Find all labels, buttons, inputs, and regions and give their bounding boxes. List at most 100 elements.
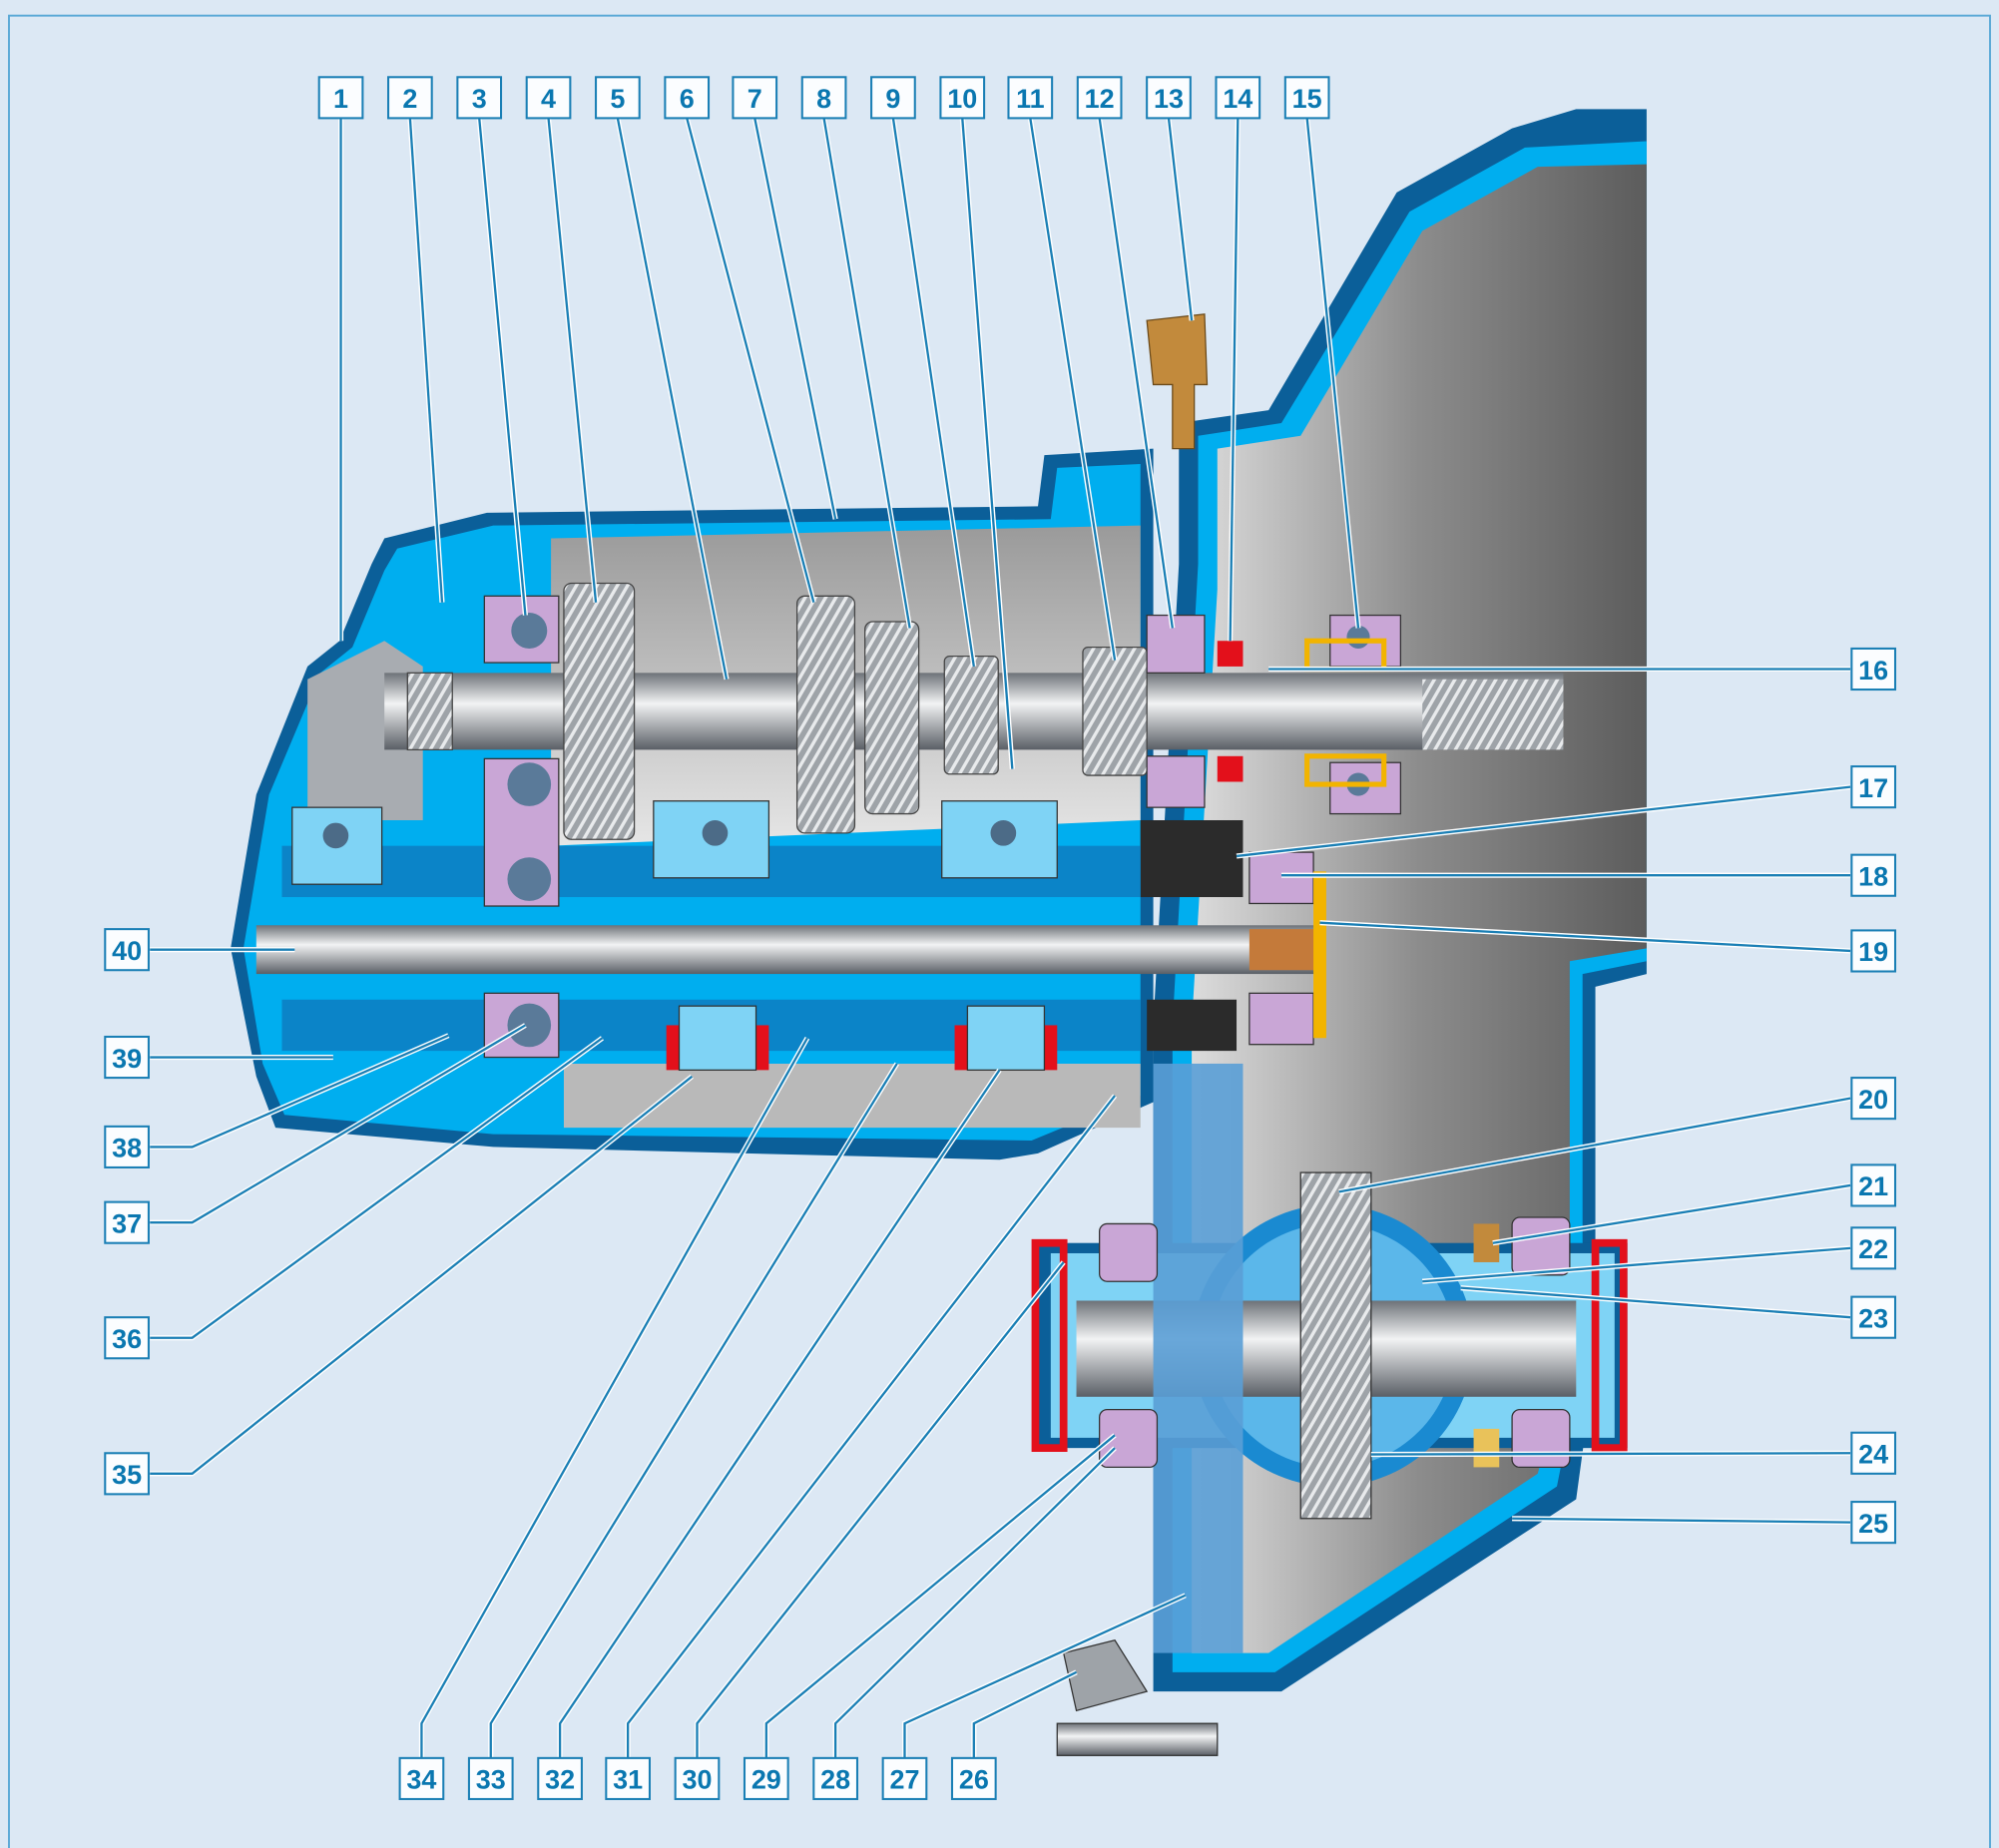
leader-line-36 [150,1037,604,1339]
callout-box [537,1756,583,1800]
leader-line-29 [764,1434,1116,1758]
callout-box [732,76,778,120]
callout-number: 36 [112,1324,142,1354]
callout-box [467,1756,514,1800]
leader-line-11 [1029,118,1117,661]
callout-number: 35 [112,1460,142,1490]
leader-line-13 [1167,118,1194,321]
callout-number: 5 [610,84,625,114]
callout-box [1283,76,1330,120]
callout-19: 19 [1850,929,1897,973]
callout-11: 11 [1007,76,1054,120]
callout-box [398,1756,445,1800]
leader-line-2 [408,118,444,603]
leader-line-34 [420,1037,808,1758]
callout-20: 20 [1850,1077,1897,1121]
callout-box [104,1125,150,1168]
callout-number: 6 [680,84,695,114]
callout-number: 15 [1292,84,1322,114]
callout-box [1850,929,1897,973]
callout-number: 3 [472,84,487,114]
leader-line-19 [1319,921,1851,953]
callout-box [939,76,986,120]
gear-shift-rod [255,925,1320,975]
callout-number: 11 [1016,84,1045,114]
callout-box [104,1035,150,1080]
callout-box [664,76,711,120]
leader-line-32 [558,1069,1001,1758]
callout-box [525,76,572,120]
callout-number: 20 [1858,1085,1888,1115]
callout-box [605,1756,652,1800]
callout-box [1146,76,1192,120]
callout-number: 29 [751,1765,781,1795]
callout-21: 21 [1850,1163,1897,1207]
callout-number: 33 [476,1765,506,1795]
leader-line-25 [1512,1517,1851,1524]
callout-box [1850,853,1897,897]
callout-9: 9 [870,76,916,120]
callout-37: 37 [104,1200,150,1244]
callout-box [800,76,847,120]
callout-16: 16 [1850,647,1897,692]
leader-line-6 [686,118,815,604]
callout-number: 18 [1858,861,1888,891]
speed-sensor [1146,313,1209,450]
callout-number: 19 [1858,937,1888,967]
callout-15: 15 [1283,76,1330,120]
leader-line-38 [150,1034,449,1149]
callout-8: 8 [800,76,847,120]
differential [1031,1063,1628,1756]
callout-box [104,1200,150,1244]
callout-35: 35 [104,1452,150,1496]
callout-number: 23 [1858,1303,1888,1333]
callout-12: 12 [1076,76,1123,120]
callout-box [456,76,503,120]
leader-line-37 [150,1024,527,1224]
callout-number: 26 [959,1765,989,1795]
callout-number: 31 [613,1765,643,1795]
leader-line-22 [1422,1246,1851,1283]
leader-line-15 [1305,118,1360,629]
callout-box [1850,1431,1897,1475]
callout-number: 8 [816,84,831,114]
leader-line-28 [833,1447,1116,1758]
callout-box [104,1452,150,1496]
callout-30: 30 [674,1756,721,1800]
callout-number: 40 [112,936,142,966]
leader-line-4 [547,118,598,603]
leader-line-26 [972,1670,1078,1758]
callout-36: 36 [104,1316,150,1360]
leader-line-31 [626,1095,1116,1758]
callout-number: 21 [1858,1171,1888,1201]
callout-box [674,1756,721,1800]
callout-26: 26 [950,1756,997,1800]
callout-3: 3 [456,76,503,120]
leader-line-8 [822,118,911,629]
callout-39: 39 [104,1035,150,1080]
callout-box [743,1756,789,1800]
callout-box [1850,1501,1897,1545]
callout-31: 31 [605,1756,652,1800]
callout-22: 22 [1850,1226,1897,1270]
callout-number: 4 [541,84,556,114]
callout-box [104,1316,150,1360]
rod-bushing [1249,929,1320,971]
callout-number: 27 [889,1765,919,1795]
callout-1: 1 [317,76,364,120]
leader-line-5 [616,118,729,680]
callout-box [104,928,150,972]
callout-number: 17 [1858,773,1888,803]
callout-box [595,76,641,120]
callout-number: 10 [947,84,977,114]
callout-number: 7 [748,84,762,114]
callout-box [881,1756,928,1800]
leader-line-35 [150,1075,694,1475]
callout-number: 30 [682,1765,712,1795]
callout-14: 14 [1215,76,1261,120]
callout-number: 24 [1858,1440,1888,1470]
input-shaft-splines [1422,679,1564,750]
leader-line-7 [753,118,837,520]
